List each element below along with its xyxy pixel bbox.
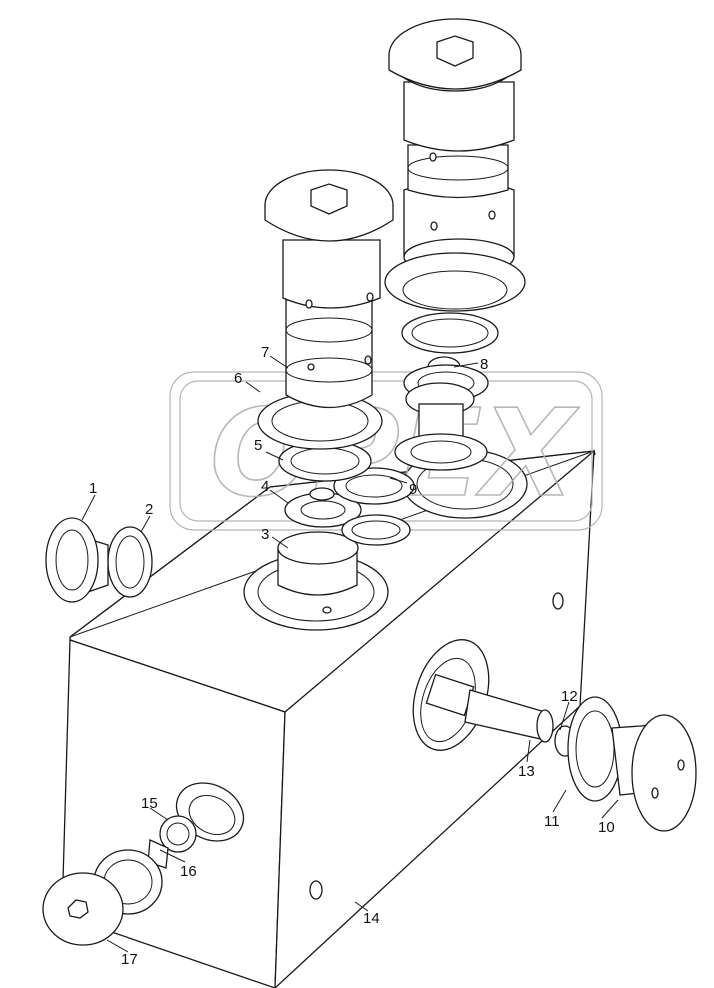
callout-11: 11	[544, 813, 560, 830]
callout-16: 16	[180, 863, 197, 880]
leader-lines	[81, 355, 619, 953]
callout-2: 2	[145, 501, 153, 518]
callout-9: 9	[409, 481, 417, 498]
callout-6: 6	[234, 370, 242, 387]
cartridge-valve-front	[257, 169, 415, 614]
callout-labels: 1 2 3 4 5 6 7 8 9 10 11 12 13 14 15 16 1…	[89, 344, 615, 968]
callout-14: 14	[363, 910, 380, 927]
plug-1	[45, 517, 153, 603]
callout-10: 10	[598, 819, 615, 836]
callout-17: 17	[121, 951, 138, 968]
callout-7: 7	[261, 344, 269, 361]
callout-15: 15	[141, 795, 158, 812]
plug-assembly-15-17	[42, 815, 197, 946]
callout-13: 13	[518, 763, 535, 780]
callout-8: 8	[480, 356, 488, 373]
cartridge-valve-rear	[384, 18, 526, 471]
callout-5: 5	[254, 437, 262, 454]
callout-1: 1	[89, 480, 97, 497]
callout-3: 3	[261, 526, 269, 543]
callout-12: 12	[561, 688, 578, 705]
callout-4: 4	[261, 478, 269, 495]
relief-valve-assembly	[425, 673, 697, 832]
watermark: OPEX	[169, 371, 603, 531]
